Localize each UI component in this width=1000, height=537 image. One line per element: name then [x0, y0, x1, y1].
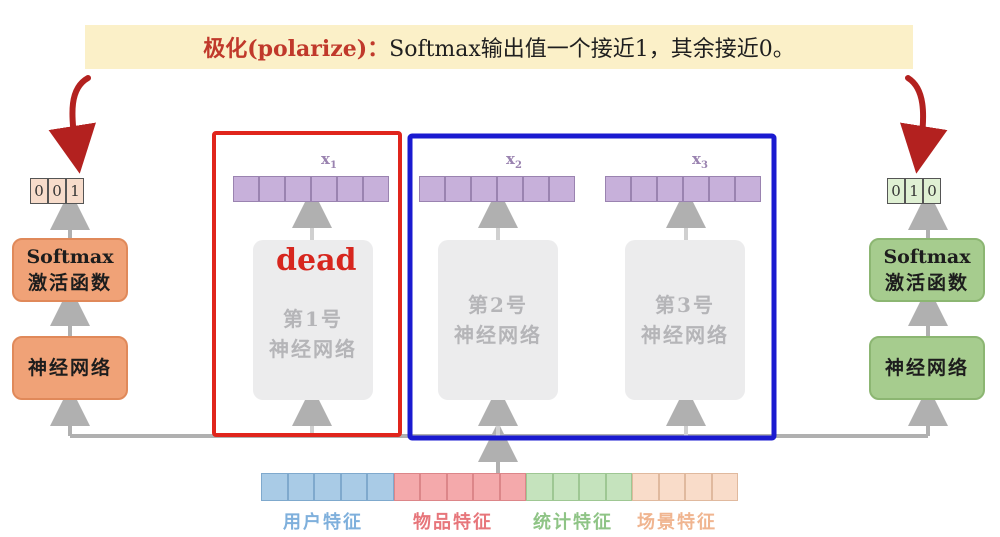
- banner-text: Softmax输出值一个接近1，其余接近0。: [389, 37, 795, 62]
- expert2-number: 第2号: [468, 293, 528, 317]
- feature-label-user: 用户特征: [283, 512, 363, 533]
- left-output-cell: 0: [30, 178, 48, 204]
- right-output-cell: 0: [923, 178, 941, 204]
- expert1-name: 神经网络: [269, 337, 357, 361]
- expert2-network-box: 第2号 神经网络: [438, 240, 558, 400]
- left-softmax-title: Softmax: [26, 246, 114, 268]
- right-softmax-title: Softmax: [883, 246, 971, 268]
- right-output-vector: 0 1 0: [887, 178, 941, 204]
- left-network-box: 神经网络: [12, 336, 128, 400]
- expert2-output-label: x2: [506, 150, 522, 171]
- right-output-cell: 1: [905, 178, 923, 204]
- right-network-box: 神经网络: [869, 336, 985, 400]
- feature-label-stat: 统计特征: [533, 512, 613, 533]
- feature-label-scene: 场景特征: [637, 512, 717, 533]
- right-network-label: 神经网络: [884, 357, 969, 379]
- expert2-name: 神经网络: [454, 323, 542, 347]
- expert1-network-box: 第1号 神经网络: [253, 240, 373, 400]
- right-output-cell: 0: [887, 178, 905, 204]
- expert1-number: 第1号: [283, 307, 343, 331]
- left-softmax-box: Softmax 激活函数: [12, 238, 128, 302]
- dead-expert-highlight: [212, 131, 402, 437]
- expert3-network-box: 第3号 神经网络: [625, 240, 745, 400]
- left-output-cell: 1: [66, 178, 84, 204]
- polarize-banner: 极化(polarize)： Softmax输出值一个接近1，其余接近0。: [85, 25, 913, 69]
- expert3-output-vector: [605, 176, 761, 202]
- right-curved-arrow: [900, 75, 948, 174]
- expert3-name: 神经网络: [641, 323, 729, 347]
- expert3-output-label: x3: [692, 150, 708, 171]
- dead-label: dead: [276, 243, 357, 278]
- left-curved-arrow: [48, 75, 96, 174]
- expert3-number: 第3号: [655, 293, 715, 317]
- live-experts-highlight: [407, 133, 777, 441]
- banner-keyword: 极化(polarize)：: [203, 36, 390, 62]
- right-softmax-box: Softmax 激活函数: [869, 238, 985, 302]
- right-softmax-subtitle: 激活函数: [884, 272, 969, 294]
- left-output-vector: 0 0 1: [30, 178, 84, 204]
- expert1-output-label: x1: [321, 150, 337, 171]
- feature-label-item: 物品特征: [413, 512, 493, 533]
- left-output-cell: 0: [48, 178, 66, 204]
- expert2-output-vector: [419, 176, 575, 202]
- left-network-label: 神经网络: [27, 357, 112, 379]
- left-softmax-subtitle: 激活函数: [27, 272, 112, 294]
- expert1-output-vector: [233, 176, 389, 202]
- input-feature-vector: [261, 473, 738, 501]
